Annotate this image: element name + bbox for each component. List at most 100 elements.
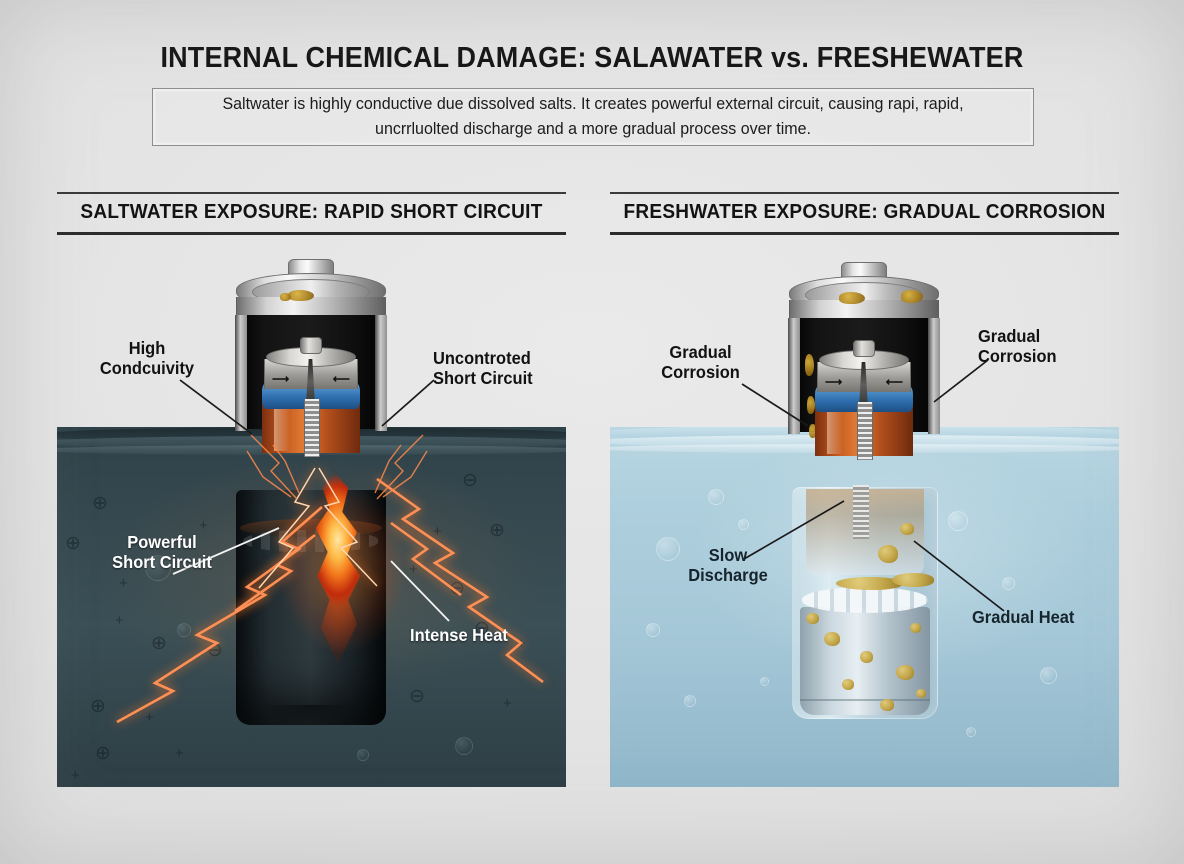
callout-label: Uncontroted Short Circuit	[433, 348, 533, 388]
battery-wick	[859, 362, 868, 408]
callout-label: Gradual Heat	[972, 607, 1075, 627]
leader-line-gradual-heat	[913, 540, 1005, 612]
bubble	[455, 737, 473, 755]
corrosion-particle	[900, 523, 914, 535]
bubble	[646, 623, 660, 637]
arrow-icon-left: ⟵	[885, 375, 903, 389]
leader-line-uncontrolled-short-circuit	[381, 379, 435, 427]
bubble	[684, 695, 696, 707]
ion-icon-plus: +	[433, 523, 442, 540]
battery-inner-nub	[853, 340, 875, 357]
bubble	[145, 555, 171, 581]
corrosion-particle	[896, 665, 914, 680]
corrosion-spot	[807, 396, 815, 414]
ion-icon-plus: +	[115, 612, 124, 629]
subtitle-box: Saltwater is highly conductive due disso…	[152, 88, 1034, 146]
ion-icon-positive: ⊕	[92, 493, 108, 514]
battery-rim	[789, 300, 939, 322]
ion-icon-plus: +	[175, 745, 184, 762]
callout-label: Gradual Corrosion	[661, 342, 740, 382]
leader-line-intense-heat	[390, 560, 450, 622]
saltwater-scene-panel: ⊕ ⊕ + + ⊖ ⊕ + ⊕ + ⊖ + ⊖ ⊕ + + ⊖ ⊖ + ⊖ + …	[57, 427, 566, 787]
leader-line-slow-discharge	[743, 500, 845, 560]
corrosion-particle	[916, 689, 926, 698]
corrosion-particle	[824, 632, 840, 646]
bubble	[1002, 577, 1015, 590]
spark-lines-upper-right	[374, 434, 428, 500]
battery-rim	[236, 297, 386, 319]
subtitle-text: Saltwater is highly conductive due disso…	[222, 95, 964, 138]
corrosion-spot	[280, 293, 291, 301]
ion-icon-positive: ⊕	[65, 533, 81, 554]
divider-top	[57, 192, 566, 194]
ion-icon-positive: ⊕	[95, 743, 111, 764]
callout-slow-discharge: Slow Discharge	[648, 545, 808, 585]
ion-icon-negative: ⊖	[474, 618, 490, 639]
leader-line-powerful-short-circuit	[172, 527, 280, 575]
leader-line-high-conductivity	[179, 379, 253, 435]
callout-label: Slow Discharge	[688, 545, 768, 585]
divider-bottom	[57, 232, 566, 235]
callout-powerful-short-circuit: Powerful Short Circuit	[77, 532, 247, 572]
arrow-icon-right: ⟶	[272, 372, 290, 386]
bubble	[656, 537, 680, 561]
battery-inner-nub	[300, 337, 322, 354]
corrosion-particle	[880, 699, 894, 711]
ion-icon-plus: +	[119, 575, 128, 592]
ion-icon-negative: ⊖	[409, 685, 425, 708]
leader-line-gradual-corrosion-left	[741, 383, 809, 427]
spark-lines-upper-left	[246, 434, 300, 500]
bubble	[948, 511, 968, 531]
arrow-icon-left: ⟵	[332, 372, 350, 386]
page-title: INTERNAL CHEMICAL DAMAGE: SALAWATER vs. …	[160, 42, 1024, 74]
ion-icon-positive: ⊕	[489, 520, 505, 541]
lightning-bolt-right	[376, 477, 544, 684]
battery-wick	[306, 359, 315, 405]
ion-icon-plus: +	[199, 517, 208, 534]
callout-gradual-heat: Gradual Heat	[972, 607, 1119, 627]
ion-icon-positive: ⊕	[151, 633, 167, 654]
freshwater-scene-panel: Slow Discharge Gradual Heat	[610, 427, 1119, 787]
corrosion-particle	[892, 573, 934, 587]
ion-icon-positive: ⊕	[90, 696, 106, 717]
ion-icon-plus: +	[409, 561, 418, 578]
callout-intense-heat: Intense Heat	[410, 625, 566, 645]
corrosion-spot	[901, 290, 923, 303]
battery-shell-left	[788, 318, 800, 434]
callout-uncontrolled-short-circuit: Uncontroted Short Circuit	[433, 348, 613, 388]
corrosion-spot	[839, 292, 865, 304]
corrosion-particle	[878, 545, 898, 563]
submerged-coil-spring	[853, 485, 869, 539]
bubble	[177, 623, 191, 637]
lightning-bolt-core	[258, 467, 378, 589]
leader-line-gradual-corrosion-right	[933, 359, 989, 403]
corrosion-particle	[910, 623, 921, 633]
ion-icon-negative: ⊖	[462, 470, 478, 491]
divider-bottom	[610, 232, 1119, 235]
lightning-bolt-left	[116, 506, 323, 724]
callout-gradual-corrosion-right: Gradual Corrosion	[978, 326, 1153, 366]
battery-shell-right	[375, 315, 387, 431]
corrosion-particle	[860, 651, 873, 663]
corrosion-particle	[806, 613, 819, 624]
section-header-saltwater: SALTWATER EXPOSURE: RAPID SHORT CIRCUIT	[57, 192, 566, 235]
section-heading-label: SALTWATER EXPOSURE: RAPID SHORT CIRCUIT	[80, 201, 543, 223]
battery-coil-spring	[857, 402, 873, 460]
callout-label: Gradual Corrosion	[978, 326, 1057, 366]
corrosion-spot	[288, 290, 314, 301]
callout-label: Intense Heat	[410, 625, 508, 645]
section-header-freshwater: FRESHWATER EXPOSURE: GRADUAL CORROSION	[610, 192, 1119, 235]
bubble	[966, 727, 976, 737]
battery-shell-left	[235, 315, 247, 431]
corrosion-particle	[842, 679, 854, 690]
ion-icon-plus: +	[503, 695, 512, 712]
corrosion-spot	[809, 424, 817, 438]
corrosion-particle	[836, 577, 902, 590]
bubble	[738, 519, 749, 530]
arrow-icon-right: ⟶	[825, 375, 843, 389]
divider-top	[610, 192, 1119, 194]
ion-icon-plus: +	[145, 709, 154, 726]
ion-icon-plus: +	[71, 767, 80, 784]
bubble	[1040, 667, 1057, 684]
